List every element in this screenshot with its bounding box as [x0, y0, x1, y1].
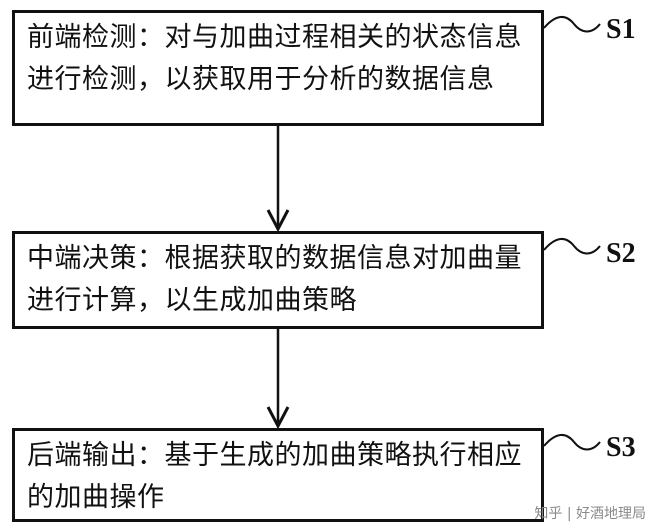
watermark: 知乎 | 好酒地理局	[534, 506, 646, 522]
leader-wave-s1	[543, 16, 601, 33]
leader-wave-s2	[543, 238, 601, 255]
step-box-s1: 前端检测：对与加曲过程相关的状态信息进行检测，以获取用于分析的数据信息	[12, 10, 544, 126]
step-text-s2: 中端决策：根据获取的数据信息对加曲量进行计算，以生成加曲策略	[27, 243, 522, 316]
step-label-s3: S3	[606, 432, 636, 463]
arrow-s2-to-s3	[266, 329, 290, 430]
step-box-s3: 后端输出：基于生成的加曲策略执行相应的加曲操作	[12, 428, 544, 522]
arrow-s1-to-s2	[266, 126, 290, 233]
step-text-s3: 后端输出：基于生成的加曲策略执行相应的加曲操作	[27, 440, 522, 513]
step-text-s1: 前端检测：对与加曲过程相关的状态信息进行检测，以获取用于分析的数据信息	[27, 22, 522, 95]
step-label-s1: S1	[606, 14, 636, 45]
step-label-s2: S2	[606, 238, 636, 269]
step-box-s2: 中端决策：根据获取的数据信息对加曲量进行计算，以生成加曲策略	[12, 231, 544, 329]
leader-wave-s3	[543, 434, 601, 451]
